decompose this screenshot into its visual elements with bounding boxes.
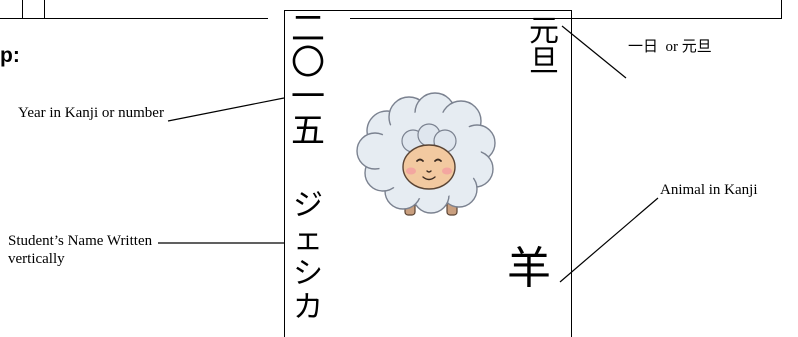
- name-char: ェ: [293, 223, 323, 256]
- year-char: 五: [291, 113, 325, 150]
- name-vertical-column: ジ ェ シ カ: [293, 191, 323, 323]
- name-char: カ: [293, 291, 323, 324]
- year-pointer-line: [167, 97, 285, 122]
- date-char: 旦: [529, 45, 559, 78]
- year-label: Year in Kanji or number: [18, 105, 164, 121]
- date-kanji-column: 元 旦: [529, 17, 559, 77]
- year-char: 〇: [291, 45, 325, 82]
- table-col-divider-1: [22, 0, 23, 19]
- table-col-divider-3: [781, 0, 782, 19]
- section-heading: p:: [0, 44, 20, 67]
- name-char: シ: [293, 257, 323, 290]
- date-label: 一日 or 元旦: [628, 39, 712, 55]
- date-char: 元: [529, 15, 559, 48]
- table-col-divider-2: [44, 0, 45, 19]
- table-border-bottom-right: [350, 18, 782, 19]
- sheep-illustration: [356, 92, 496, 216]
- animal-label: Animal in Kanji: [660, 182, 758, 198]
- name-label: Student’s Name Written vertically: [8, 233, 153, 267]
- new-year-card: 二 〇 一 五 ジ ェ シ カ 元 旦 羊: [284, 10, 572, 337]
- animal-kanji: 羊: [507, 244, 551, 293]
- table-border-bottom-left: [0, 18, 268, 19]
- year-char: 二: [291, 11, 325, 48]
- year-char: 一: [291, 79, 325, 116]
- date-pointer-line: [561, 25, 627, 79]
- animal-pointer-line: [559, 197, 659, 283]
- year-kanji-column: 二 〇 一 五: [291, 13, 325, 149]
- name-char: ジ: [293, 189, 323, 222]
